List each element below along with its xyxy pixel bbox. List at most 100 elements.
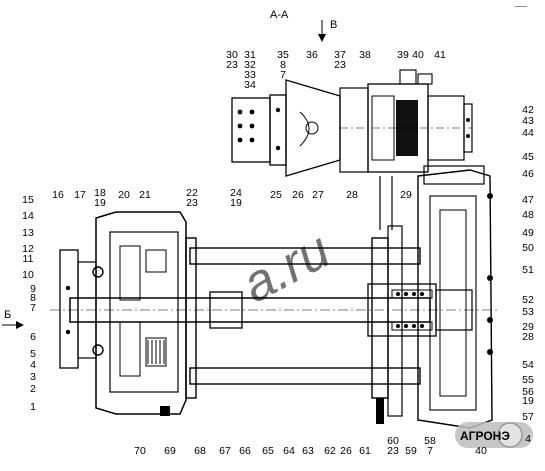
- motor-brake-unit: [231, 69, 473, 177]
- callout-label: 31: [244, 49, 256, 61]
- callout-label: 34: [244, 79, 256, 91]
- callout-label: 52: [522, 294, 534, 306]
- view-b-arrow: [318, 20, 326, 42]
- callout-label: 30: [226, 49, 238, 61]
- callout-label: 44: [522, 127, 534, 139]
- callout-label: 19: [522, 395, 534, 407]
- callout-label: 10: [22, 269, 34, 281]
- callout-label: 27: [312, 189, 324, 201]
- callout-label: 8: [30, 292, 36, 304]
- callout-label: 4: [30, 359, 36, 371]
- callout-label: 2: [30, 383, 36, 395]
- left-gearbox: [59, 211, 187, 416]
- callout-label: 48: [522, 209, 534, 221]
- callout-label: 19: [94, 197, 106, 209]
- callout-label: 21: [139, 189, 151, 201]
- section-title: А-А: [270, 9, 289, 21]
- right-housing: [379, 165, 493, 429]
- callout-label: 22: [186, 187, 198, 199]
- callout-label: 7: [427, 445, 433, 457]
- callout-label: 38: [359, 49, 371, 61]
- cut-b-label: Б: [4, 309, 11, 321]
- callout-label: 63: [302, 445, 314, 457]
- callout-label: 54: [522, 359, 534, 371]
- callout-label: 53: [522, 306, 534, 318]
- callout-label: 15: [22, 194, 34, 206]
- callout-label: 7: [280, 69, 286, 81]
- callout-label: 41: [434, 49, 446, 61]
- callout-label: 28: [522, 331, 534, 343]
- callout-label: 58: [424, 435, 436, 447]
- callout-label: 56: [522, 386, 534, 398]
- callout-label: 39: [397, 49, 409, 61]
- watermark-text: a.ru: [233, 221, 339, 314]
- callout-label: 11: [23, 253, 34, 265]
- callout-label: 7: [30, 302, 36, 314]
- callout-label: 16: [52, 189, 64, 201]
- callout-label: 33: [244, 69, 256, 81]
- logo-text: АГРОНЭ: [460, 429, 510, 443]
- callout-label: 4: [525, 433, 531, 445]
- callout-label: 23: [387, 445, 399, 457]
- callout-label: 25: [270, 189, 282, 201]
- callout-label: 60: [387, 435, 399, 447]
- cut-b-arrow: [2, 321, 24, 329]
- callout-label: 49: [522, 227, 534, 239]
- callout-label: 26: [340, 445, 352, 457]
- callout-label: 23: [334, 59, 346, 71]
- main-shaft: [50, 283, 500, 337]
- callout-label: 65: [262, 445, 274, 457]
- callout-label: 59: [405, 445, 417, 457]
- callout-label: 1: [30, 401, 36, 413]
- callout-label: 6: [30, 331, 36, 343]
- callout-label: 51: [522, 264, 534, 276]
- callout-label: 23: [226, 59, 238, 71]
- callout-label: 66: [239, 445, 251, 457]
- corner-mark: ——: [515, 4, 527, 10]
- callout-label: 45: [522, 151, 534, 163]
- callout-label: 62: [324, 445, 336, 457]
- callout-label: 23: [186, 197, 198, 209]
- callout-label: 9: [30, 283, 36, 295]
- callout-label: 19: [230, 197, 242, 209]
- callout-label: 14: [22, 210, 34, 222]
- callout-label: 32: [244, 59, 256, 71]
- callout-label: 50: [522, 242, 534, 254]
- callout-label: 69: [164, 445, 176, 457]
- callout-label: 55: [522, 374, 534, 386]
- callout-label: 57: [522, 411, 534, 423]
- callout-label: 46: [522, 168, 534, 180]
- callout-label: 18: [94, 187, 106, 199]
- callout-label: 37: [334, 49, 346, 61]
- callout-label: 28: [346, 189, 358, 201]
- callout-label: 70: [134, 445, 146, 457]
- callout-label: 29: [522, 321, 534, 333]
- callout-label: 67: [219, 445, 231, 457]
- callout-label: 42: [522, 104, 534, 116]
- callout-label: 8: [280, 59, 286, 71]
- callout-label: 17: [74, 189, 86, 201]
- callout-label: 3: [30, 371, 36, 383]
- callout-label: 61: [359, 445, 371, 457]
- callout-label: 29: [400, 189, 412, 201]
- callout-label: 12: [22, 243, 34, 255]
- callout-label: 20: [118, 189, 130, 201]
- callout-label: 36: [306, 49, 318, 61]
- agro-logo: [455, 422, 533, 448]
- callout-label: 24: [230, 187, 242, 199]
- callout-label: 64: [283, 445, 295, 457]
- callout-label: 40: [475, 445, 487, 457]
- view-b-label: В: [330, 19, 337, 31]
- callout-label: 26: [292, 189, 304, 201]
- callout-label: 68: [194, 445, 206, 457]
- callout-label: 13: [22, 227, 34, 239]
- callout-label: 40: [412, 49, 424, 61]
- callout-label: 5: [30, 348, 36, 360]
- callout-label: 47: [522, 194, 534, 206]
